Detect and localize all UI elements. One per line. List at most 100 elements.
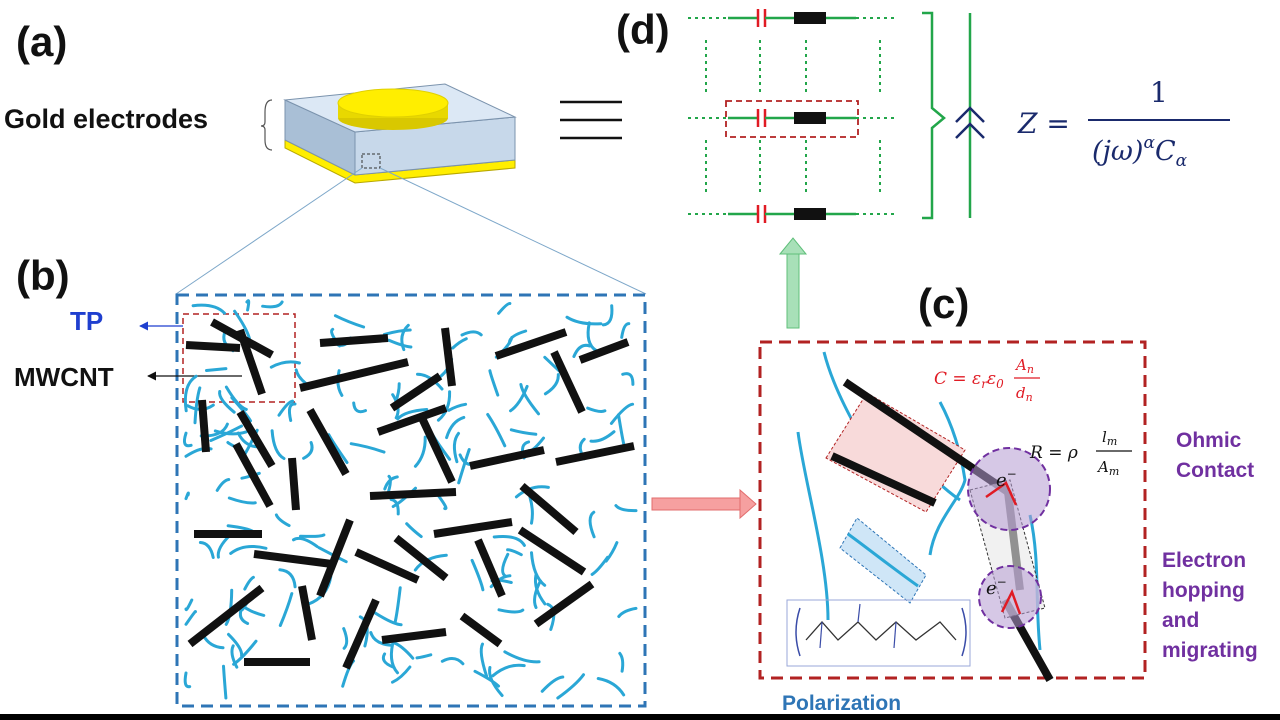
- mwcnt-rod: [299, 358, 409, 392]
- mwcnt-rod: [519, 482, 579, 536]
- tp-fiber: [243, 575, 255, 591]
- mwcnt-rods: [185, 318, 635, 670]
- tp-fiber: [596, 677, 626, 697]
- tp-fiber: [620, 322, 631, 339]
- tp-fiber: [601, 304, 614, 327]
- tp-fiber: [274, 513, 291, 528]
- tp-fiber: [352, 401, 367, 414]
- tp-fiber: [233, 309, 251, 340]
- tp-fiber: [261, 300, 284, 309]
- tp-fiber: [586, 321, 598, 353]
- hop-line-4: migrating: [1162, 639, 1258, 662]
- tp-fiber: [452, 431, 460, 464]
- tp-fiber: [614, 504, 638, 513]
- tp-fiber: [227, 496, 257, 505]
- tp-fiber: [202, 634, 225, 650]
- mwcnt-rod: [369, 488, 457, 500]
- zoom-line-left: [175, 167, 363, 295]
- tp-fiber: [540, 675, 565, 693]
- mwcnt-rod: [418, 416, 456, 484]
- tp-fiber: [387, 338, 413, 349]
- tp-fiber: [292, 536, 319, 549]
- tp-fiber: [436, 390, 452, 422]
- tp-label: TP: [70, 306, 104, 336]
- tp-fiber: [556, 673, 585, 700]
- tp-fiber: [287, 402, 297, 422]
- hop-line-2: hopping: [1162, 579, 1245, 602]
- mwcnt-rod: [550, 350, 586, 414]
- tp-fiber: [506, 548, 523, 557]
- tp-fiber: [436, 493, 448, 511]
- tp-fiber: [589, 430, 616, 443]
- tp-fiber: [382, 328, 412, 336]
- tp-fiber: [519, 383, 540, 416]
- tp-fiber: [396, 408, 429, 421]
- mwcnt-rod: [232, 442, 274, 508]
- tp-fiber: [530, 551, 547, 587]
- tp-fiber: [509, 384, 529, 413]
- mwcnt-rod: [236, 328, 266, 396]
- tp-fiber: [184, 598, 194, 612]
- tp-fiber: [232, 639, 258, 666]
- tp-fiber: [391, 665, 412, 684]
- arrow-b-to-c: [651, 488, 757, 520]
- circuit-highlight: [725, 100, 859, 138]
- tp-fiber: [488, 369, 500, 397]
- tp-fiber: [590, 555, 610, 576]
- tp-fiber: [497, 608, 525, 614]
- mwcnt-rod: [474, 538, 506, 598]
- tp-fiber: [528, 495, 534, 525]
- tp-fiber: [184, 610, 197, 626]
- tp-fiber: [457, 448, 471, 485]
- mwcnt-rod: [578, 338, 630, 364]
- tp-fiber: [327, 433, 349, 464]
- mwcnt-label: MWCNT: [14, 362, 114, 392]
- tp-fiber: [270, 429, 286, 460]
- tp-fiber: [451, 337, 468, 350]
- tp-fiber: [389, 498, 400, 516]
- tp-fiber: [215, 478, 231, 492]
- mwcnt-rod: [376, 404, 448, 436]
- resistor: [794, 112, 826, 124]
- tp-fiber: [278, 568, 297, 589]
- tp-fiber: [383, 475, 399, 491]
- tp-fiber: [445, 415, 466, 440]
- tp-fiber: [342, 627, 349, 650]
- tp-fiber: [460, 330, 483, 337]
- tp-fiber: [369, 631, 393, 647]
- tp-fiber: [349, 442, 386, 454]
- tp-fiber: [440, 657, 465, 666]
- arrow-c-to-d: [778, 237, 808, 329]
- tp-fiber: [514, 485, 550, 499]
- cap-num: An: [1014, 356, 1034, 376]
- tp-fiber: [183, 671, 192, 689]
- tp-fiber: [447, 402, 468, 412]
- tp-fiber: [586, 406, 607, 413]
- mwcnt-rod: [494, 328, 568, 360]
- tp-fiber: [479, 642, 489, 678]
- tp-fiber: [236, 431, 259, 449]
- tp-fiber: [278, 592, 294, 627]
- panel-label-d: (d): [616, 6, 670, 53]
- resistor: [794, 208, 826, 220]
- tp-fiber: [491, 663, 526, 678]
- res-num: lm: [1102, 428, 1117, 448]
- tp-fiber: [227, 632, 244, 658]
- mwcnt-rod: [185, 341, 241, 352]
- tp-fiber: [400, 323, 410, 352]
- mwcnt-rod: [298, 585, 316, 641]
- tp-fiber: [182, 431, 193, 448]
- tp-fiber: [191, 303, 226, 315]
- panel-label-b: (b): [16, 252, 70, 299]
- tp-fiber: [618, 651, 625, 673]
- tp-fiber: [413, 435, 427, 468]
- tp-fiber: [543, 373, 560, 396]
- tp-fiber: [473, 669, 500, 688]
- mwcnt-rod: [517, 526, 587, 576]
- tp-fiber: [229, 544, 268, 555]
- resistor: [794, 12, 826, 24]
- tp-fiber: [222, 664, 228, 700]
- mwcnt-rod: [187, 584, 265, 648]
- cpe-symbol: [955, 13, 985, 218]
